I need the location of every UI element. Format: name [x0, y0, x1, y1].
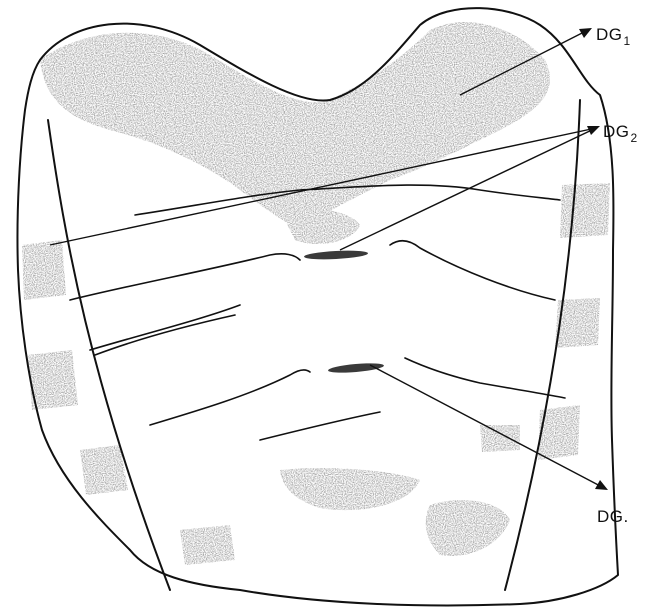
center-stain — [280, 208, 360, 244]
layer-line-8 — [260, 412, 380, 440]
layer-line-7 — [405, 358, 565, 398]
label-dg1-subscript: 1 — [624, 34, 631, 48]
lower-stain-3 — [180, 525, 235, 565]
label-dg2-subscript: 2 — [631, 131, 638, 145]
label-dg1: DG1 — [596, 25, 631, 45]
left-block-3 — [80, 445, 128, 495]
layer-line-4 — [90, 305, 240, 350]
label-dg3-text: DG. — [597, 507, 629, 526]
gap-marker-upper — [304, 249, 368, 260]
layer-line-5 — [95, 315, 235, 355]
layer-line-3 — [390, 241, 555, 300]
lower-stain-2 — [426, 500, 510, 556]
label-dg3: DG. — [597, 507, 630, 527]
label-dg1-text: DG — [596, 25, 623, 44]
lower-stain-1 — [280, 468, 420, 510]
upper-stain-band — [40, 22, 550, 230]
label-dg2-text: DG — [603, 122, 630, 141]
lower-stain-4 — [480, 425, 520, 452]
layer-line-6 — [150, 370, 310, 425]
left-block-1 — [22, 240, 66, 300]
layer-line-2 — [70, 254, 300, 300]
gap-markers — [304, 249, 384, 374]
arrowhead-dg2 — [587, 126, 600, 135]
stained-regions — [22, 22, 610, 565]
label-dg2: DG2 — [603, 122, 638, 142]
right-block-1 — [560, 183, 610, 238]
arrowheads — [579, 28, 608, 490]
